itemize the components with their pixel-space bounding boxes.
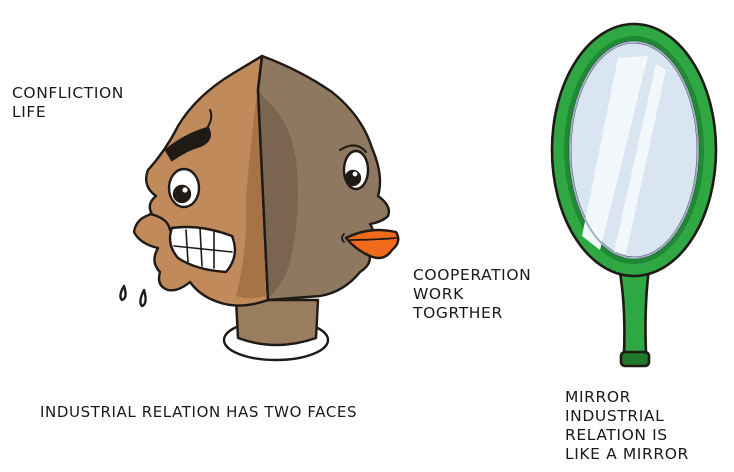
hand-mirror-illustration xyxy=(550,22,718,368)
face-split-line xyxy=(256,54,270,302)
mirror-reflection-1 xyxy=(582,56,648,250)
calm-lips xyxy=(344,228,400,260)
caption-cooperation-line-1: COOPERATION xyxy=(413,266,532,284)
caption-cooperation-line-3: TOGRTHER xyxy=(413,304,503,322)
caption-conflict: CONFLICTION LIFE xyxy=(12,84,124,122)
caption-cooperation: COOPERATION WORK TOGRTHER xyxy=(413,266,531,323)
caption-conflict-line-1: CONFLICTION xyxy=(12,84,124,102)
caption-main: INDUSTRIAL RELATION HAS TWO FACES xyxy=(40,403,358,421)
caption-mirror-line-3: RELATION IS xyxy=(565,426,668,444)
caption-mirror-line-2: INDUSTRIAL xyxy=(565,407,665,425)
caption-mirror-line-4: LIKE A MIRROR xyxy=(565,445,689,463)
caption-mirror-line-1: MIRROR xyxy=(565,388,632,406)
calm-face-shadow xyxy=(258,90,298,300)
spit-drop-1 xyxy=(119,284,127,302)
angry-brow xyxy=(164,126,211,162)
mirror-reflection-2 xyxy=(614,64,666,254)
caption-cooperation-line-2: WORK xyxy=(413,285,464,303)
spit-drop-2 xyxy=(139,288,147,308)
head-neck xyxy=(234,298,320,347)
two-faced-head-illustration xyxy=(119,54,400,362)
mirror-handle-cap xyxy=(619,350,651,368)
angry-pupil xyxy=(172,184,192,204)
caption-conflict-line-2: LIFE xyxy=(12,103,47,121)
caption-mirror: MIRROR INDUSTRIAL RELATION IS LIKE A MIR… xyxy=(565,388,689,464)
